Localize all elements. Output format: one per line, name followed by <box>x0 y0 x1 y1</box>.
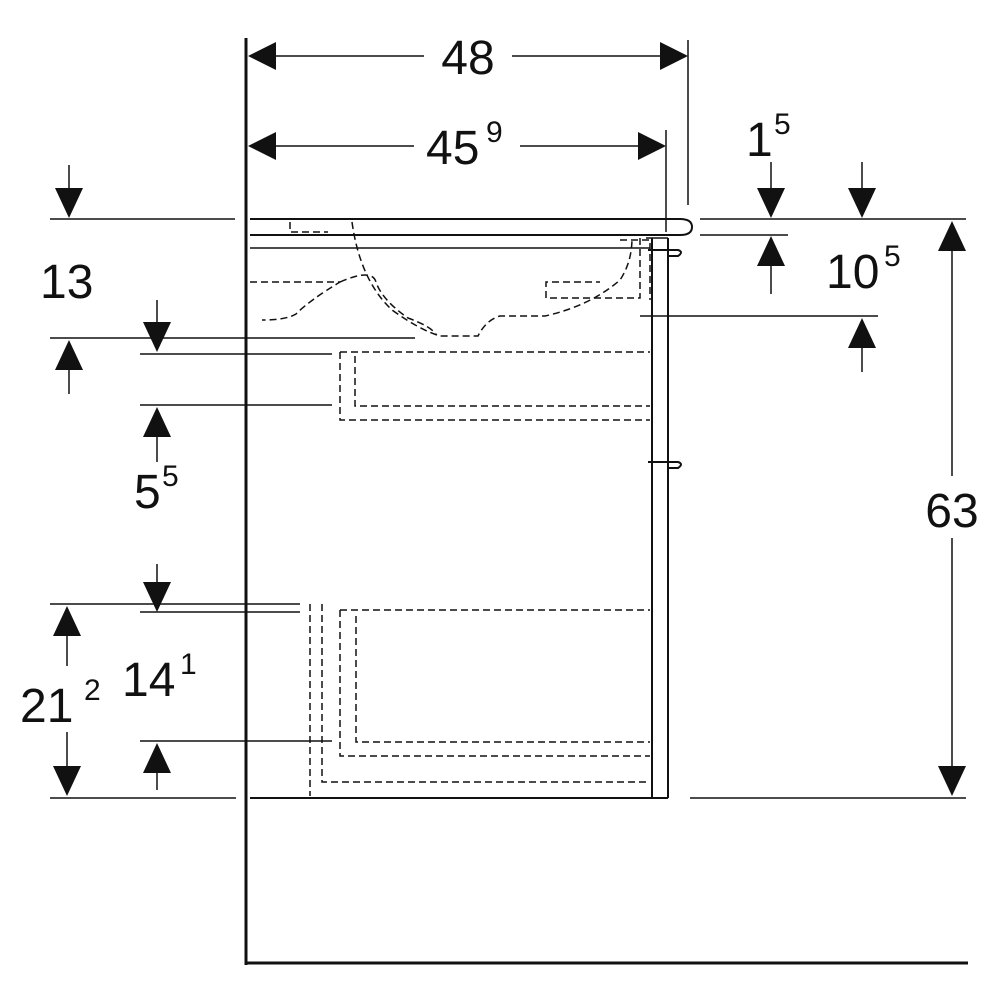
label-10: 10 <box>826 246 879 299</box>
basin-bowl-hidden <box>250 221 651 337</box>
label-14: 14 <box>122 654 175 707</box>
dimension-rim-to-drain: 10 5 <box>826 162 901 372</box>
dimension-top-thickness: 1 5 <box>746 108 791 294</box>
label-10-sup: 5 <box>884 240 901 273</box>
label-63: 63 <box>925 485 978 538</box>
label-13: 13 <box>40 256 93 309</box>
lower-handle <box>648 461 682 469</box>
extension-lines <box>50 40 966 799</box>
label-1-sup: 5 <box>774 108 791 141</box>
basin-top <box>250 218 694 249</box>
label-48: 48 <box>441 32 494 85</box>
label-1: 1 <box>746 114 773 167</box>
dimension-overall-height: 63 <box>925 221 979 796</box>
cabinet-body <box>250 237 682 799</box>
dimension-lower-clearance: 21 2 <box>20 606 101 796</box>
dimension-basin-depth: 13 <box>40 165 93 394</box>
label-45-sup: 9 <box>486 116 503 149</box>
label-5-sup: 5 <box>162 460 179 493</box>
dimension-overall-width: 48 <box>248 32 688 85</box>
label-5: 5 <box>134 466 161 519</box>
upper-drawer-hidden <box>339 351 650 421</box>
dimension-lower-drawer-height: 14 1 <box>122 564 197 790</box>
label-14-sup: 1 <box>180 648 197 681</box>
dimension-basin-width: 45 9 <box>248 116 666 175</box>
label-45: 45 <box>426 122 479 175</box>
dimension-drawer-gap: 5 5 <box>134 300 179 519</box>
lower-drawer-hidden <box>309 604 650 796</box>
label-21-sup: 2 <box>84 674 101 707</box>
upper-handle <box>648 249 682 257</box>
label-21: 21 <box>20 680 73 733</box>
